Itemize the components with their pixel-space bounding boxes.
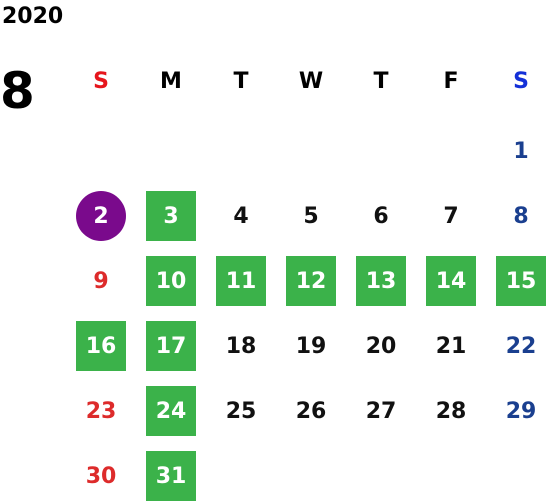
year-label: 2020	[2, 4, 64, 29]
day-cell[interactable]: 29	[505, 398, 537, 424]
day-cell[interactable]: 11	[216, 256, 266, 306]
day-cell[interactable]: 21	[435, 333, 467, 359]
weekday-header-thursday: T	[373, 68, 389, 94]
weekday-header-friday: F	[443, 68, 459, 94]
day-cell[interactable]: 8	[513, 203, 529, 229]
day-cell[interactable]: 22	[505, 333, 537, 359]
day-cell[interactable]: 5	[303, 203, 319, 229]
day-cell[interactable]: 1	[513, 138, 529, 164]
day-cell[interactable]: 12	[286, 256, 336, 306]
day-cell[interactable]: 10	[146, 256, 196, 306]
day-cell[interactable]: 26	[295, 398, 327, 424]
day-cell[interactable]: 16	[76, 321, 126, 371]
day-cell[interactable]: 6	[373, 203, 389, 229]
weekday-header-tuesday: T	[233, 68, 249, 94]
day-cell[interactable]: 27	[365, 398, 397, 424]
day-cell[interactable]: 15	[496, 256, 546, 306]
day-cell[interactable]: 24	[146, 386, 196, 436]
day-cell[interactable]: 28	[435, 398, 467, 424]
day-cell[interactable]: 20	[365, 333, 397, 359]
weekday-header-wednesday: W	[298, 68, 324, 94]
day-cell[interactable]: 23	[85, 398, 117, 424]
weekday-header-saturday: S	[513, 68, 529, 94]
month-number: 8	[0, 62, 35, 120]
weekday-header-monday: M	[160, 68, 182, 94]
day-cell[interactable]: 17	[146, 321, 196, 371]
day-cell[interactable]: 9	[93, 268, 109, 294]
weekday-header-sunday: S	[93, 68, 109, 94]
day-cell[interactable]: 7	[443, 203, 459, 229]
day-cell[interactable]: 18	[225, 333, 257, 359]
day-cell[interactable]: 25	[225, 398, 257, 424]
day-cell[interactable]: 13	[356, 256, 406, 306]
day-cell[interactable]: 14	[426, 256, 476, 306]
day-cell[interactable]: 3	[146, 191, 196, 241]
day-cell[interactable]: 30	[85, 463, 117, 489]
day-cell-today[interactable]: 2	[76, 191, 126, 241]
day-cell[interactable]: 31	[146, 451, 196, 501]
day-cell[interactable]: 4	[233, 203, 249, 229]
day-cell[interactable]: 19	[295, 333, 327, 359]
